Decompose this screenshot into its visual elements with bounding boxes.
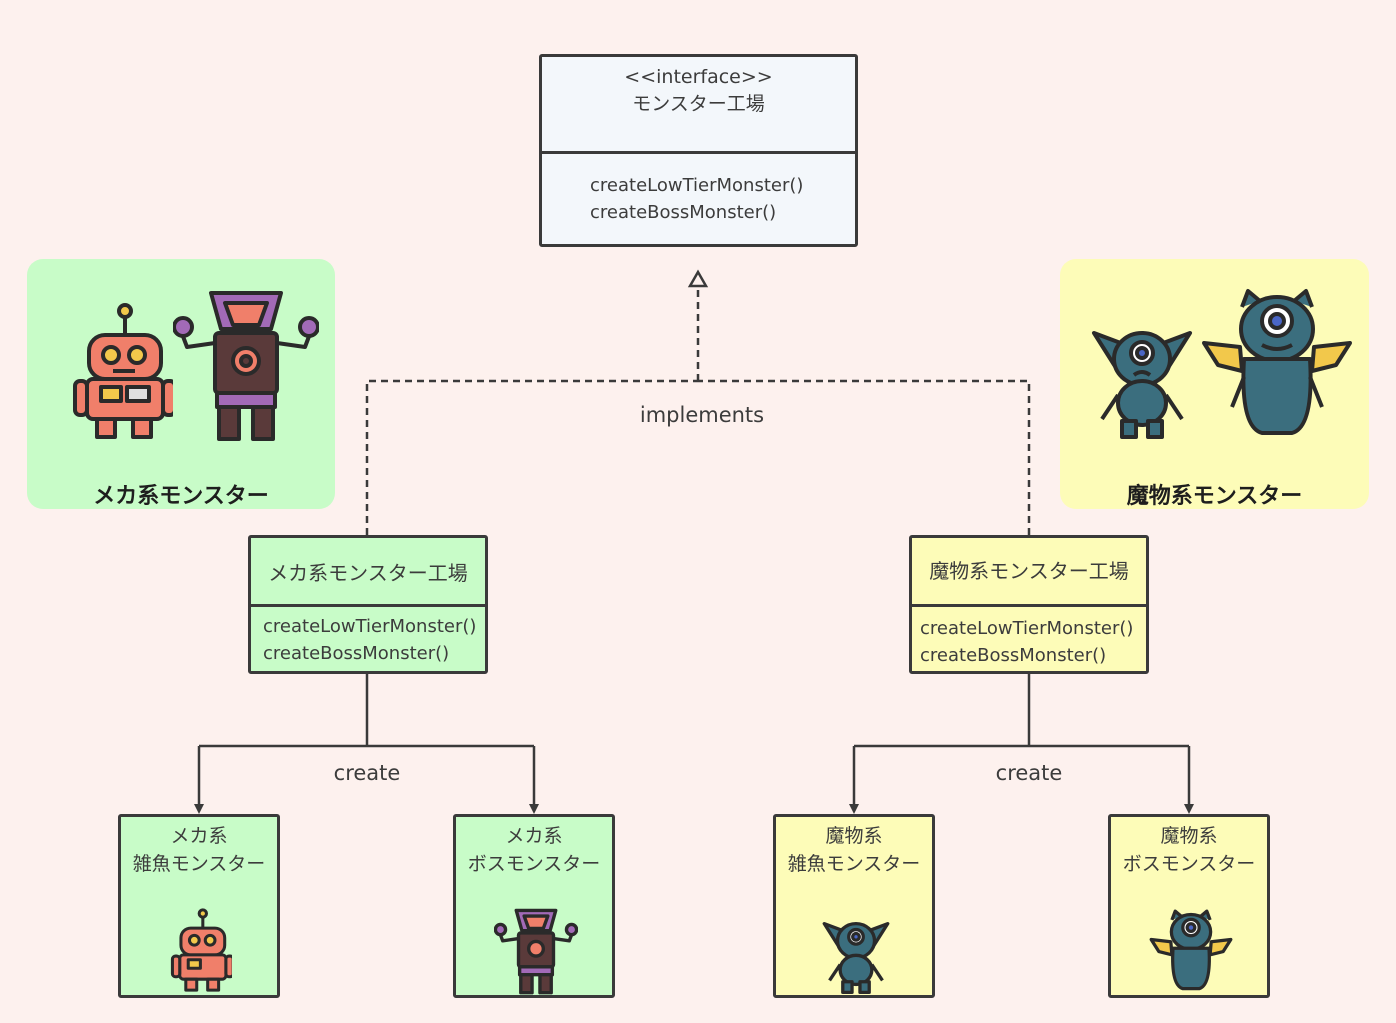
product-line1: メカ系 [505,825,563,847]
mecha-factory-name: メカ系モンスター工場 [268,561,468,585]
product-line2: 雑魚モンスター [132,853,266,875]
winged-cyclops-icon [1202,289,1352,435]
create-arrowhead [849,804,859,814]
mecha-factory-ops: createLowTierMonster() createBossMonster… [263,613,476,667]
interface-separator [542,151,855,154]
implements-arrowhead [687,269,709,288]
mecha-panel: メカ系モンスター [27,259,335,509]
robot-icon [170,908,232,992]
create-arrowhead [194,804,204,814]
create-label-left: create [333,761,401,785]
demon-factory-op: createBossMonster() [920,645,1107,666]
demon-factory-box: 魔物系モンスター工場 createLowTierMonster() create… [909,535,1149,674]
interface-op: createBossMonster() [590,202,777,223]
product-demon-low: 魔物系 雑魚モンスター [773,814,935,998]
demon-factory-ops: createLowTierMonster() createBossMonster… [920,615,1133,669]
interface-box: <<interface>> モンスター工場 createLowTierMonst… [539,54,858,247]
mecha-boss-icon [173,291,319,441]
product-line1: メカ系 [170,825,228,847]
interface-ops: createLowTierMonster() createBossMonster… [590,172,803,226]
create-arrowhead [1184,804,1194,814]
demon-factory-name: 魔物系モンスター工場 [929,559,1129,583]
create-line-left [197,673,536,808]
winged-cyclops-icon [1149,909,1233,991]
mecha-factory-op: createBossMonster() [263,643,450,664]
implements-line-left [365,379,698,535]
goblin-icon [822,921,890,995]
interface-op: createLowTierMonster() [590,175,804,196]
demon-factory-separator [912,604,1146,607]
create-arrowhead [529,804,539,814]
interface-stereotype: <<interface>> [624,66,773,88]
implements-label: implements [639,403,765,427]
mecha-factory-separator [251,604,485,607]
product-line1: 魔物系 [1160,825,1218,847]
goblin-icon [1092,331,1192,439]
demon-factory-op: createLowTierMonster() [920,618,1134,639]
mecha-factory-op: createLowTierMonster() [263,616,477,637]
product-line1: 魔物系 [825,825,883,847]
product-mecha-boss: メカ系 ボスモンスター [453,814,615,998]
mecha-boss-icon [494,908,578,995]
product-line2: 雑魚モンスター [787,853,921,875]
demon-panel-title: 魔物系モンスター [1126,484,1303,509]
product-demon-boss: 魔物系 ボスモンスター [1108,814,1270,998]
mecha-panel-title: メカ系モンスター [93,484,269,509]
interface-name: モンスター工場 [632,93,765,115]
create-line-right [852,673,1191,808]
product-line2: ボスモンスター [467,853,601,875]
mecha-factory-box: メカ系モンスター工場 createLowTierMonster() create… [248,535,488,674]
product-line2: ボスモンスター [1122,853,1256,875]
robot-icon [73,303,173,439]
create-label-right: create [995,761,1063,785]
implements-line-right [698,379,1031,535]
demon-panel: 魔物系モンスター [1060,259,1369,509]
product-mecha-low: メカ系 雑魚モンスター [118,814,280,998]
